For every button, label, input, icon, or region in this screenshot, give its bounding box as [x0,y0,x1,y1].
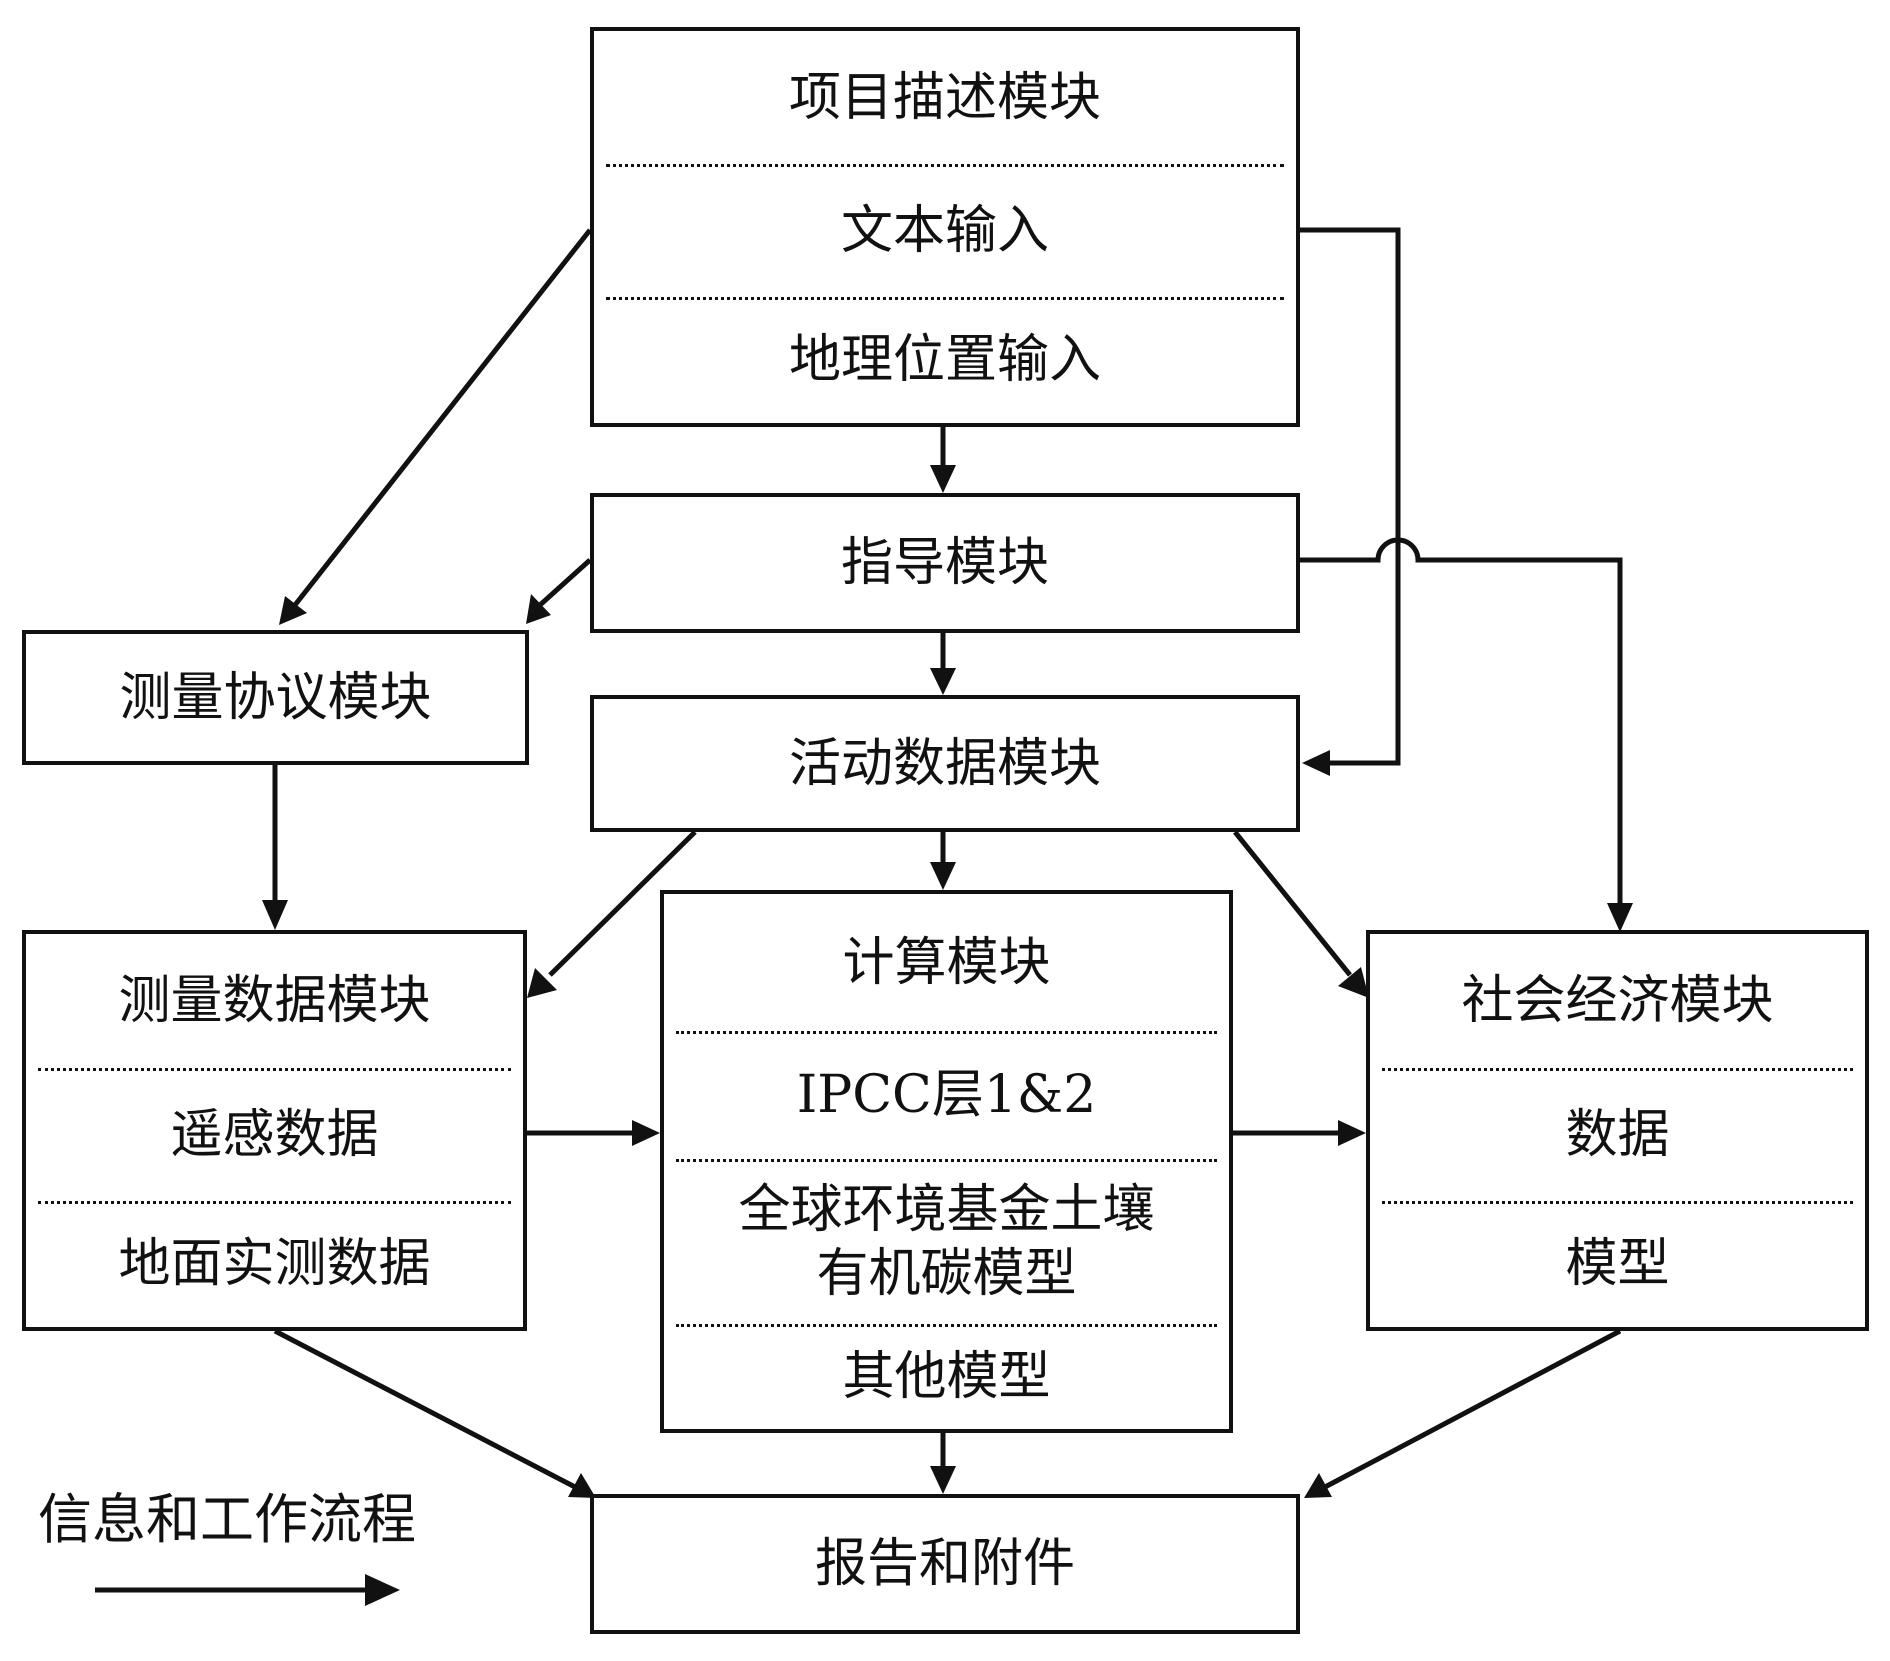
module-title: 测量数据模块 [118,971,431,1031]
arrow-guidance-to-socio [1299,537,1623,910]
socioeconomic-module: 社会经济模块 数据 模型 [1366,930,1869,1331]
report-module: 报告和附件 [590,1494,1300,1634]
activity-data-module: 活动数据模块 [590,695,1300,832]
arrow-guidance-to-protocol [538,558,592,607]
arrowhead [930,862,956,890]
dotted-divider [1382,1068,1853,1071]
dotted-divider [606,164,1284,167]
measurement-data-module: 测量数据模块 遥感数据 地面实测数据 [22,930,527,1331]
module-title: 活动数据模块 [788,733,1101,794]
arrow-activity-to-socio [1233,830,1352,977]
arrow-measurement-to-report [273,1328,577,1490]
arrowhead [1302,750,1330,776]
module-title: 报告和附件 [814,1534,1075,1594]
legend-arrowhead [365,1574,400,1606]
legend-label: 信息和工作流程 [38,1488,416,1551]
module-item: 全球环境基金土壤 有机碳模型 [738,1179,1155,1304]
arrowhead [632,1120,660,1146]
arrowhead [930,668,956,695]
arrowhead [1607,903,1633,932]
module-item: 模型 [1565,1234,1670,1294]
module-title: 测量协议模块 [119,667,432,728]
module-item: 遥感数据 [170,1104,379,1165]
calculation-module: 计算模块 IPCC层1&2 全球环境基金土壤 有机碳模型 其他模型 [660,890,1233,1433]
arrowhead [527,968,557,998]
arrowhead [930,1466,956,1494]
arrowhead [1338,1120,1366,1146]
dotted-divider [1382,1201,1853,1204]
module-item: 数据 [1565,1104,1670,1165]
arrow-project-to-activity [1299,227,1401,766]
arrow-activity-to-measurement [548,830,697,977]
dotted-divider [676,1324,1217,1327]
dotted-divider [38,1201,511,1204]
module-item: 其他模型 [842,1346,1051,1407]
module-item: 文本输入 [840,200,1049,261]
arrowhead [262,900,288,930]
arrowhead [1304,1473,1332,1498]
arrow-project-to-protocol [293,228,592,607]
dotted-divider [38,1068,511,1071]
module-title: 社会经济模块 [1461,971,1774,1031]
arrowhead [279,596,307,625]
measurement-protocol-module: 测量协议模块 [22,630,529,765]
dotted-divider [676,1159,1217,1162]
arrowhead [526,594,551,624]
dotted-divider [676,1031,1217,1034]
project-description-module: 项目描述模块 文本输入 地理位置输入 [590,27,1300,427]
module-item: 地面实测数据 [118,1234,431,1294]
arrow-socio-to-report [1323,1328,1622,1490]
guidance-module: 指导模块 [590,493,1300,633]
dotted-divider [606,297,1284,300]
module-title: 指导模块 [840,533,1049,593]
module-title: 计算模块 [842,932,1051,993]
module-item: 地理位置输入 [788,330,1101,390]
module-item: IPCC层1&2 [796,1065,1097,1125]
module-title: 项目描述模块 [788,67,1101,128]
arrowhead [930,465,956,493]
arrowhead [1338,967,1369,998]
arrowhead [568,1473,596,1498]
